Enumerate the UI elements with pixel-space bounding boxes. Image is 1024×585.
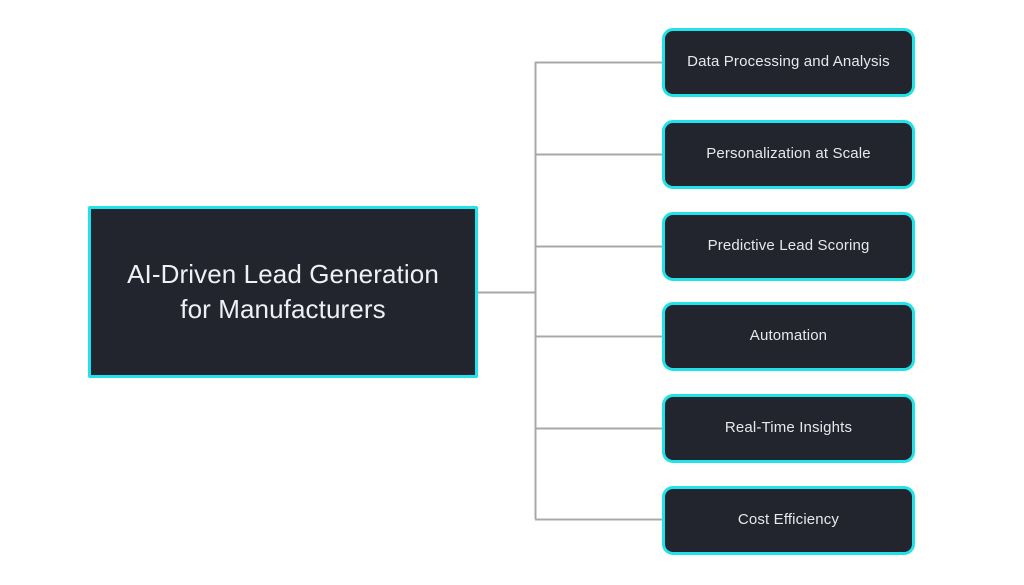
child-node-label: Personalization at Scale (706, 145, 871, 163)
root-node-label: AI-Driven Lead Generation for Manufactur… (127, 257, 439, 327)
root-node[interactable]: AI-Driven Lead Generation for Manufactur… (88, 206, 478, 378)
child-node-real-time-insights[interactable]: Real-Time Insights (662, 394, 915, 463)
child-node-cost-efficiency[interactable]: Cost Efficiency (662, 486, 915, 555)
child-node-personalization-at-scale[interactable]: Personalization at Scale (662, 120, 915, 189)
root-node-label-line-2: for Manufacturers (180, 294, 386, 324)
child-node-label: Predictive Lead Scoring (707, 237, 870, 255)
child-node-predictive-lead-scoring[interactable]: Predictive Lead Scoring (662, 212, 915, 281)
child-node-automation[interactable]: Automation (662, 302, 915, 371)
child-node-label: Cost Efficiency (737, 511, 840, 529)
child-node-label: Data Processing and Analysis (687, 53, 890, 71)
child-node-label: Automation (749, 327, 828, 345)
child-node-label: Real-Time Insights (724, 419, 853, 437)
root-node-label-line-1: AI-Driven Lead Generation (127, 258, 439, 289)
child-node-data-processing-and-analysis[interactable]: Data Processing and Analysis (662, 28, 915, 97)
